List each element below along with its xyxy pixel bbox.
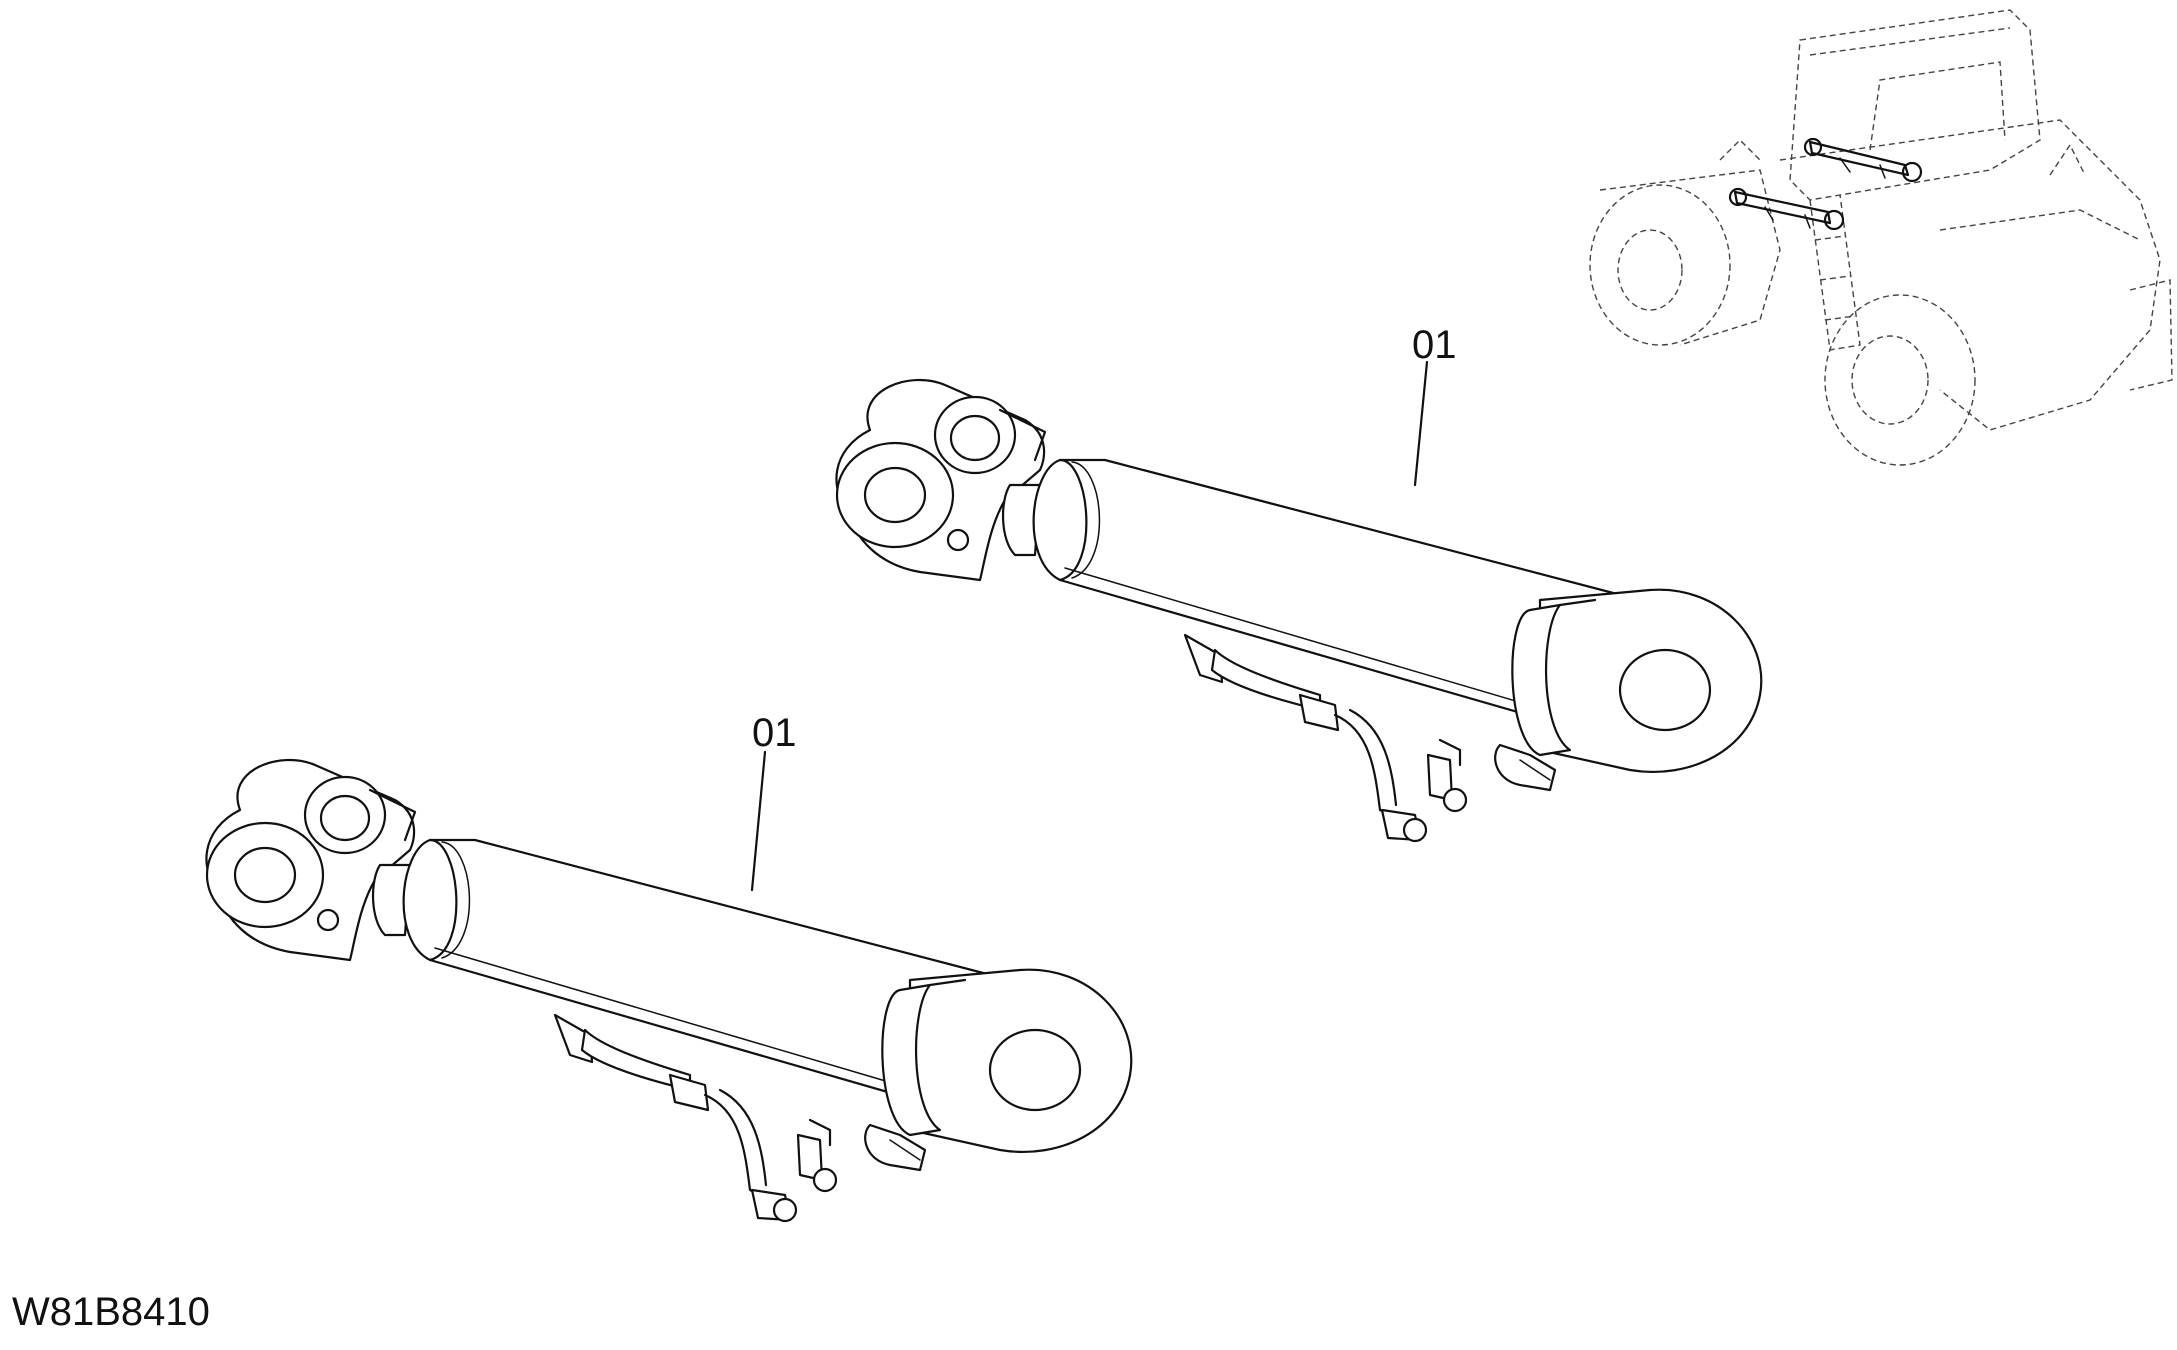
callout-label-lower: 01 bbox=[752, 711, 797, 755]
lower-cylinder bbox=[205, 758, 1133, 1223]
upper-cylinder bbox=[835, 378, 1763, 843]
inset-cylinder-upper bbox=[1803, 137, 1923, 183]
callout-label-upper: 01 bbox=[1412, 323, 1457, 367]
leader-line-lower bbox=[750, 750, 767, 892]
inset-cylinder-lower bbox=[1728, 187, 1845, 231]
location-inset bbox=[1589, 9, 2173, 466]
leader-line-upper bbox=[1413, 360, 1429, 487]
drawing-number: W81B8410 bbox=[12, 1290, 210, 1334]
